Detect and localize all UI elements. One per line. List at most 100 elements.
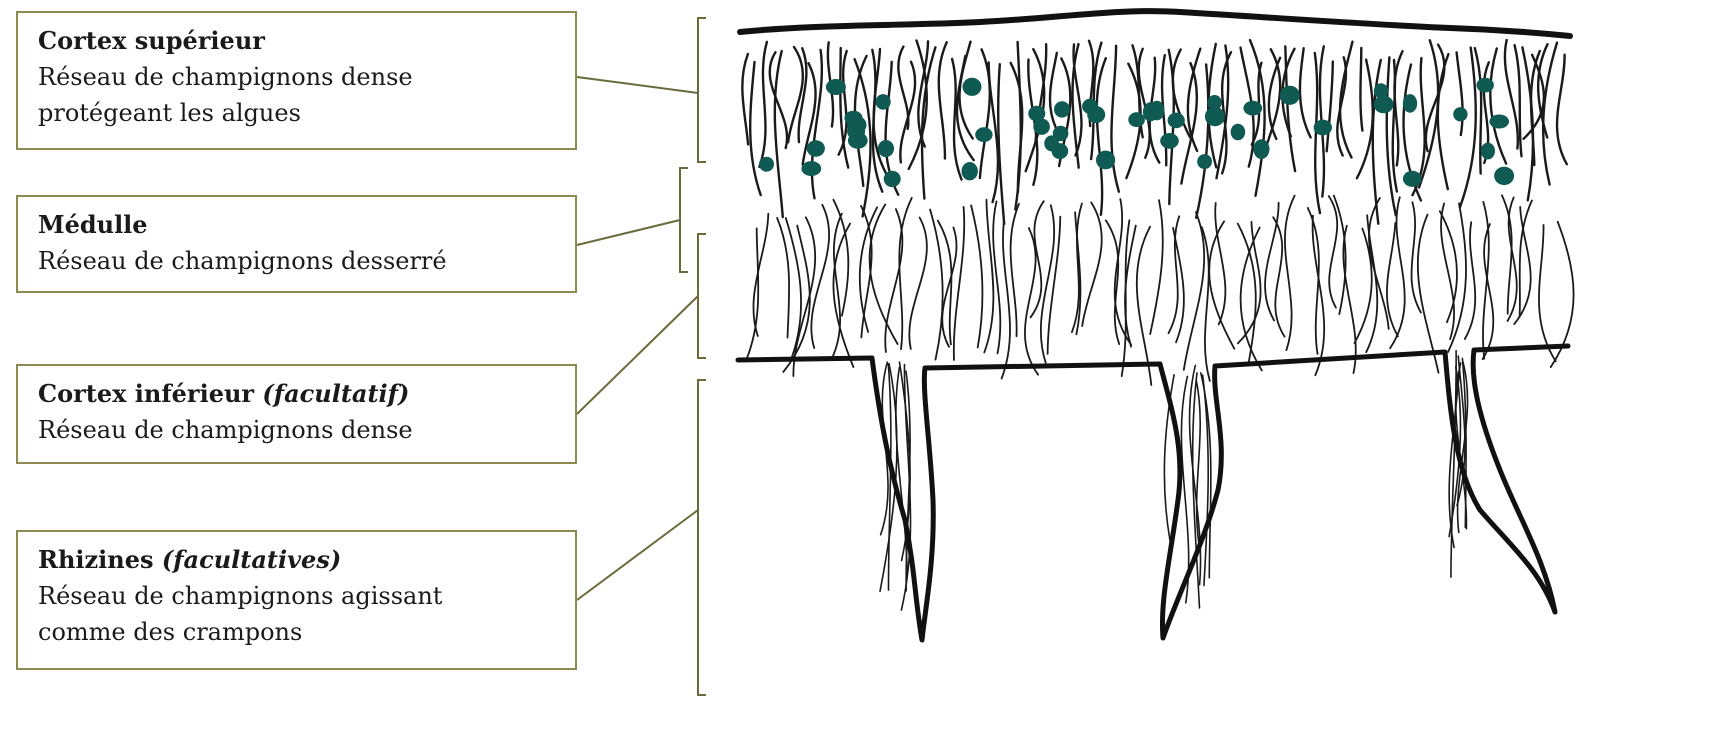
alga-cell [1160, 133, 1179, 149]
alga-cell [1168, 113, 1185, 129]
hypha-strand [1150, 200, 1163, 334]
description-line: Réseau de champignons agissant [38, 578, 555, 614]
title-text: Cortex supérieur [38, 26, 265, 55]
label-box-cortex-superieur: Cortex supérieur Réseau de champignons d… [16, 11, 577, 150]
hypha-strand [1557, 55, 1567, 165]
layer-brackets [680, 18, 706, 695]
hypha-strand [1514, 207, 1530, 324]
hypha-strand [775, 51, 783, 217]
title-qualifier: (facultatives) [162, 545, 341, 574]
alga-cell [801, 161, 821, 176]
alga-cell [1082, 99, 1098, 114]
hypha-strand [1106, 220, 1119, 344]
hypha-strand [1082, 202, 1102, 326]
hypha-strand [1011, 204, 1019, 336]
lichen-illustration [738, 11, 1574, 640]
hypha-strand [1418, 215, 1439, 373]
hypha-strand [1539, 225, 1556, 361]
description-line: Réseau de champignons desserré [38, 243, 555, 279]
upper-cortex-hyphae [742, 40, 1566, 224]
alga-cell [878, 140, 894, 157]
hypha-strand [993, 201, 1000, 353]
hypha-strand [1050, 53, 1060, 136]
hypha-strand [1438, 54, 1449, 189]
hypha-strand [1360, 48, 1362, 131]
description-line: Réseau de champignons dense [38, 59, 555, 95]
connector-cortex-inferieur [577, 296, 698, 414]
alga-cell [1096, 151, 1115, 170]
bracket-medulle [680, 168, 688, 272]
alga-cell [1044, 135, 1059, 151]
alga-cell [826, 79, 846, 95]
alga-cell [1253, 139, 1269, 159]
alga-cell [1128, 112, 1145, 127]
description-line: protégeant les algues [38, 95, 555, 131]
alga-cell [848, 132, 868, 149]
hypha-strand [1002, 222, 1010, 378]
hypha-strand [1327, 62, 1333, 152]
hypha-strand [1241, 228, 1262, 371]
title-text: Rhizines [38, 545, 154, 574]
hypha-strand [898, 47, 908, 129]
hypha-strand [1031, 201, 1044, 317]
alga-cell [876, 94, 891, 110]
alga-cell [1494, 167, 1514, 185]
hypha-strand [750, 62, 760, 195]
label-box-cortex-inferieur: Cortex inférieur (facultatif) Réseau de … [16, 364, 577, 464]
alga-cell [1054, 101, 1070, 117]
label-title-rhizines: Rhizines (facultatives) [38, 542, 555, 578]
title-qualifier: (facultatif) [262, 379, 409, 408]
alga-cell [1205, 107, 1225, 127]
hypha-strand [909, 218, 927, 349]
hypha-strand [1502, 195, 1512, 313]
hypha-strand [742, 54, 748, 144]
hypha-strand [1209, 221, 1234, 348]
alga-cell [1477, 78, 1494, 93]
top-surface-line [740, 11, 1570, 36]
label-box-rhizines: Rhizines (facultatives) Réseau de champi… [16, 530, 577, 670]
hypha-strand [759, 42, 767, 167]
label-title-medulle: Médulle [38, 207, 555, 243]
label-title-cortex-inferieur: Cortex inférieur (facultatif) [38, 376, 555, 412]
label-description-cortex-inferieur: Réseau de champignons dense [38, 412, 555, 448]
rhizine-strand [1181, 376, 1188, 602]
alga-cell [1033, 119, 1050, 135]
connector-lines [577, 77, 698, 600]
alga-cell [884, 171, 901, 187]
alga-cell [962, 162, 978, 180]
alga-cell [1197, 154, 1212, 169]
label-description-cortex-superieur: Réseau de champignons dense protégeant l… [38, 59, 555, 131]
hypha-strand [984, 200, 993, 353]
hypha-strand [1285, 196, 1295, 350]
connector-medulle [577, 220, 680, 245]
label-description-rhizines: Réseau de champignons agissant comme des… [38, 578, 555, 650]
alga-cell [1280, 86, 1300, 105]
rhizine-strand [888, 364, 891, 590]
hypha-strand [1015, 42, 1020, 210]
alga-cell [1243, 101, 1262, 116]
alga-cell [1374, 96, 1394, 114]
hypha-strand [1196, 64, 1208, 217]
connector-cortex-superieur [577, 77, 698, 93]
hypha-strand [1137, 227, 1151, 385]
hypha-strand [788, 47, 803, 142]
alga-cell [963, 78, 982, 96]
hypha-strand [1202, 227, 1210, 381]
alga-cell [807, 140, 825, 157]
alga-cell [1453, 107, 1467, 121]
alga-cell [1403, 94, 1417, 113]
title-text: Médulle [38, 210, 148, 239]
description-line: Réseau de champignons dense [38, 412, 555, 448]
alga-cell [1489, 115, 1509, 129]
lower-surface-and-rhizines [738, 346, 1568, 640]
alga-cell [1231, 124, 1246, 141]
connector-rhizines [577, 510, 698, 600]
hypha-strand [930, 210, 943, 360]
hypha-strand [971, 205, 982, 347]
label-description-medulle: Réseau de champignons desserré [38, 243, 555, 279]
description-line: comme des crampons [38, 614, 555, 650]
alga-cell [1314, 120, 1332, 136]
hypha-strand [1387, 223, 1398, 336]
hypha-strand [777, 218, 789, 338]
hypha-strand [1508, 197, 1517, 321]
